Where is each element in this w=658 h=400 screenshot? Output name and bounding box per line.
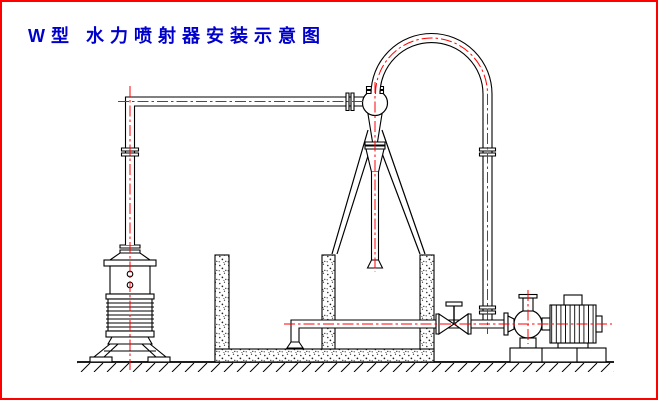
ejector-support-legs [331,129,426,255]
riser-bottom-flange [478,305,497,315]
ground-hatch [77,363,614,372]
gate-valve [435,301,472,336]
gas-pipe-end-flange [345,92,355,112]
tank-bottom [214,348,435,363]
suction-foot-bell [285,341,305,349]
motor-terminal-box [563,294,583,306]
ejector-tailpipe-walls [370,172,380,260]
diagram-title: W型 水力喷射器安装示意图 [28,26,326,46]
pump-suction-cone [507,315,515,333]
pump-base-ribs [541,348,578,362]
centerline-arc [375,37,488,95]
arc-pipe-fill [371,33,492,94]
ejector-mid-flanges [364,141,386,150]
vessel-foot-left [89,356,113,363]
tank-right-wall [419,254,435,363]
drawing-layer [77,32,614,372]
pipe-centerlines [118,37,612,370]
pump-unit [503,293,607,363]
suction-pipe-fill [291,320,508,342]
gas-pipe-union-flange [120,147,140,157]
tank-partition [321,254,336,350]
tank-left-wall [214,254,230,363]
gas-suction-pipe [120,92,368,245]
arc-pipe-walls [370,32,493,320]
motor-pedestal [557,342,589,349]
support-leg-lines [331,129,426,255]
water-tank [214,254,435,363]
vessel-foot-right [147,356,171,363]
valve-handle [445,301,463,307]
riser-union-flange [478,147,497,157]
ejector-tailpipe-fill [371,172,379,260]
gas-pipe-walls [124,96,368,245]
pump-base [509,347,607,363]
gas-pipe-fill [125,97,368,245]
ground [77,361,614,372]
